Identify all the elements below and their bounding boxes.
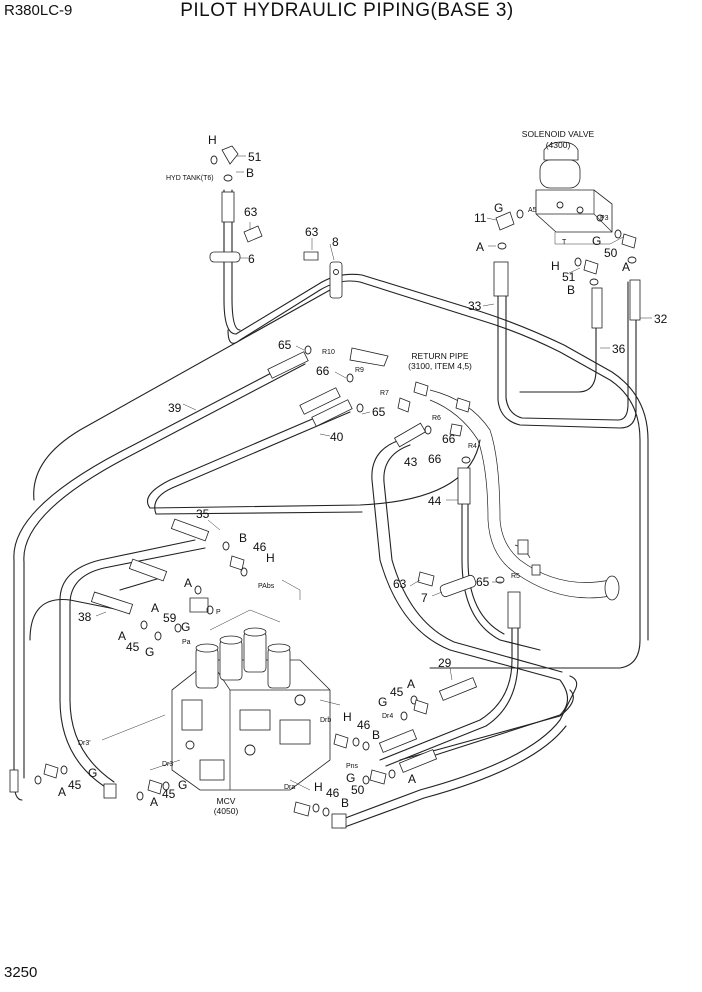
hose-fittings	[9, 191, 641, 829]
mcv-block	[101, 609, 341, 791]
port-r10: R10	[322, 349, 335, 356]
solenoid-valve-label: SOLENOID VALVE	[522, 129, 595, 139]
callout-g-lm: G	[178, 778, 187, 792]
mcv-label: MCV	[217, 796, 236, 806]
callout-51-sv: 51	[562, 270, 576, 284]
port-dr3: Dr3	[162, 761, 173, 768]
callout-a-59: A	[184, 576, 192, 590]
port-p3: P3	[600, 215, 609, 222]
port-r5: R5	[511, 573, 520, 580]
callout-59: 59	[163, 611, 177, 625]
callout-29: 29	[438, 656, 452, 670]
callout-33: 33	[468, 299, 482, 313]
callout-h-46: H	[343, 710, 352, 724]
callout-6: 6	[248, 252, 255, 266]
hyd-tank-label: HYD TANK(T6)	[166, 175, 214, 182]
callout-h-35: H	[266, 551, 275, 565]
callout-35: 35	[196, 507, 210, 521]
return-pipe-label: RETURN PIPE	[411, 351, 468, 361]
return-pipe-ref: (3100, ITEM 4,5)	[408, 361, 472, 371]
callout-50-sv: 50	[604, 246, 618, 260]
callout-44: 44	[428, 494, 442, 508]
callout-a-29: A	[407, 677, 415, 691]
callout-h-sv: H	[551, 259, 560, 273]
solenoid-valve-code: (4300)	[546, 140, 571, 150]
port-pa: Pa	[182, 639, 191, 646]
callout-45-lm: 45	[162, 787, 176, 801]
callout-43: 43	[404, 455, 418, 469]
callout-65-mid: 65	[372, 405, 386, 419]
callout-b-35: B	[239, 531, 247, 545]
leader-lines	[95, 155, 652, 681]
port-r7: R7	[380, 390, 389, 397]
callout-a-p3: A	[622, 260, 630, 274]
callout-45-ll: 45	[68, 778, 82, 792]
callout-g-ll: G	[88, 766, 97, 780]
port-pabs: PAbs	[258, 583, 275, 590]
return-pipe	[429, 389, 620, 601]
port-p: P	[216, 609, 221, 616]
callout-a-lm: A	[150, 795, 158, 809]
callout-a-45: A	[118, 629, 126, 643]
port-t: T	[562, 239, 567, 246]
diagram-title: PILOT HYDRAULIC PIPING(BASE 3)	[180, 0, 514, 21]
callout-g-50: G	[346, 771, 355, 785]
callout-38: 38	[78, 610, 92, 624]
callout-63-mid: 63	[305, 225, 319, 239]
callout-b-46b: B	[341, 796, 349, 810]
port-a5: A5	[528, 207, 537, 214]
callout-32: 32	[654, 312, 668, 326]
callout-63-top: 63	[244, 205, 258, 219]
callout-46-r: 46	[357, 718, 371, 732]
callout-36: 36	[612, 342, 626, 356]
callout-66-top: 66	[316, 364, 330, 378]
port-dra: Dra	[284, 784, 295, 791]
callout-g-45: G	[145, 645, 154, 659]
port-dr4: Dr4	[382, 713, 393, 720]
callout-g-p3: G	[592, 234, 601, 248]
callout-39: 39	[168, 401, 182, 415]
port-dr3-prime: Dr3'	[78, 740, 91, 747]
callout-7: 7	[421, 591, 428, 605]
callout-46-b: 46	[326, 786, 340, 800]
callout-8: 8	[332, 235, 339, 249]
callout-a-50: A	[408, 772, 416, 786]
callout-66-r6: 66	[442, 432, 456, 446]
port-r6: R6	[432, 415, 441, 422]
callout-50-r: 50	[351, 783, 365, 797]
o-rings-and-adapters	[34, 145, 637, 817]
callout-a-ll: A	[58, 785, 66, 799]
solenoid-valve	[535, 141, 626, 245]
callout-g-59: G	[181, 620, 190, 634]
model-number: R380LC-9	[4, 2, 73, 19]
callout-a-sv: A	[476, 240, 484, 254]
callout-65-low: 65	[476, 575, 490, 589]
callout-66-r4: 66	[428, 452, 442, 466]
callout-63-low: 63	[393, 577, 407, 591]
callout-h-top: H	[208, 133, 217, 147]
port-pns: Pns	[346, 763, 359, 770]
callout-g-29: G	[378, 695, 387, 709]
callout-45-l: 45	[126, 640, 140, 654]
callout-h-46b: H	[314, 780, 323, 794]
clamps	[209, 251, 477, 598]
callout-45-29: 45	[390, 685, 404, 699]
callout-b-sv: B	[567, 283, 575, 297]
hose-group	[12, 189, 649, 829]
page-number: 3250	[4, 964, 38, 981]
mcv-code: (4050)	[214, 806, 239, 816]
port-r4: R4	[468, 443, 477, 450]
callout-65-top: 65	[278, 338, 292, 352]
callout-b-top: B	[246, 166, 254, 180]
callout-g-sv: G	[494, 201, 503, 215]
callout-a-38: A	[151, 601, 159, 615]
callout-11: 11	[474, 211, 487, 225]
callout-b-46: B	[372, 728, 380, 742]
callout-40: 40	[330, 430, 344, 444]
port-drb: Drb	[320, 717, 331, 724]
callout-46-35: 46	[253, 540, 267, 554]
callout-51-top: 51	[248, 150, 262, 164]
port-r9: R9	[355, 367, 364, 374]
